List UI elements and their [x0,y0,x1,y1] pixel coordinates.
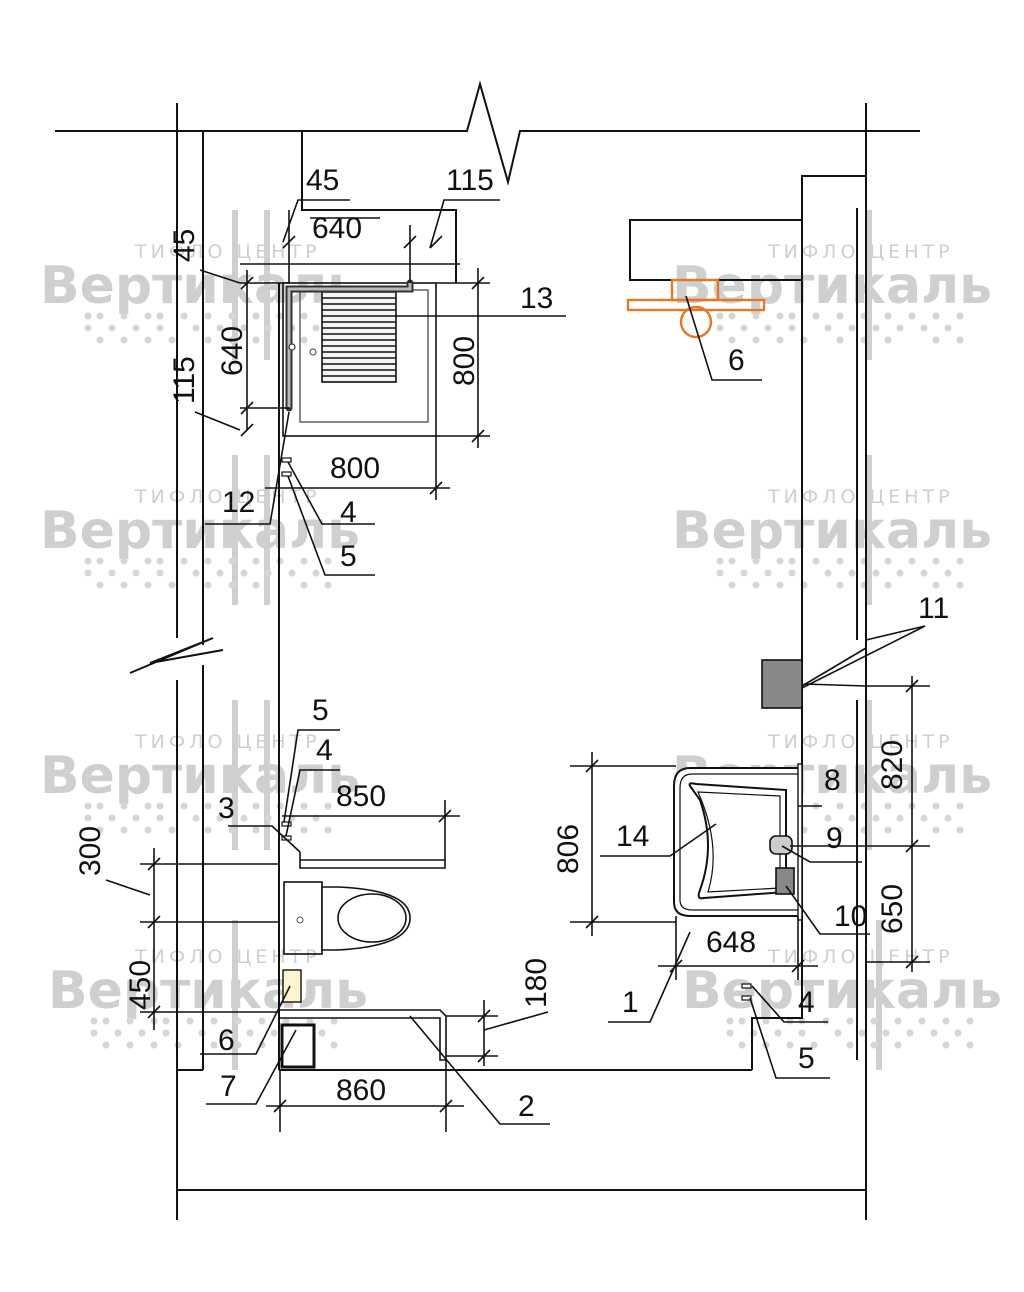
callout-5-mid: 5 [312,694,329,727]
dimension-lines [105,199,930,1132]
watermark-small-text: ТИФЛО ЦЕНТР [767,486,954,508]
callout-11: 11 [918,592,949,625]
watermark-small-text: ТИФЛО ЦЕНТР [134,241,321,263]
dim-650: 650 [876,884,909,934]
watermark-small-text: ТИФЛО ЦЕНТР [767,241,954,263]
dim-640-top: 640 [312,212,362,245]
dim-300: 300 [74,826,107,876]
callout-3: 3 [218,792,235,825]
callout-6-top: 6 [728,344,745,377]
watermark-brand-text: Вертикаль [682,961,1002,1021]
callout-10: 10 [834,900,867,933]
watermark-top-right: ТИФЛО ЦЕНТР Вертикаль [672,210,992,360]
dim-115-left: 115 [168,356,201,404]
dim-180: 180 [520,958,553,1008]
dim-45-top: 45 [306,164,339,197]
callout-labels: 13 6 12 4 5 11 5 4 3 8 14 9 10 6 7 1 2 4… [218,282,949,1123]
watermark-bottom-left: ТИФЛО ЦЕНТР Вертикаль [48,920,368,1070]
dim-860: 860 [336,1074,386,1107]
callout-9: 9 [826,822,843,855]
orange-hook [626,278,766,339]
watermark-brand-text: Вертикаль [672,256,992,316]
dim-640-left: 640 [216,326,249,376]
dimension-labels: 45 115 640 45 640 115 800 800 850 300 45… [74,164,909,1107]
sink [673,763,803,921]
watermark-braille-dots [84,312,974,1049]
callout-4-right: 4 [798,986,815,1019]
watermark-bottom-right: ТИФЛО ЦЕНТР Вертикаль [682,920,1002,1070]
watermark-small-text: ТИФЛО ЦЕНТР [134,946,321,968]
watermark-mid-right: ТИФЛО ЦЕНТР Вертикаль [672,455,992,605]
watermark-brand-text: Вертикаль [40,746,360,806]
callout-1: 1 [622,986,639,1019]
callout-4-mid: 4 [316,734,333,767]
watermark-lower-left: ТИФЛО ЦЕНТР Вертикаль [40,700,360,850]
shower-grate [321,291,397,383]
callout-5-top: 5 [340,540,357,573]
callout-6-bottom: 6 [218,1024,235,1057]
callout-8: 8 [824,764,841,797]
dim-806: 806 [552,824,585,874]
watermark-brand-text: Вертикаль [672,501,992,561]
callout-12: 12 [222,486,255,519]
walls [55,80,920,1220]
watermark-small-text: ТИФЛО ЦЕНТР [134,486,321,508]
dim-450: 450 [124,960,157,1010]
callout-14: 14 [616,820,649,853]
callout-13: 13 [520,282,553,315]
watermark-brand-text: Вертикаль [40,501,360,561]
hand-dryer-box [761,659,803,709]
dim-800-bottom: 800 [330,452,380,485]
dim-115-top: 115 [446,164,494,197]
callout-2: 2 [518,1090,535,1123]
callout-5-right: 5 [798,1042,815,1075]
dim-850: 850 [336,780,386,813]
dim-45-left: 45 [168,229,201,262]
dim-800-right: 800 [448,336,481,386]
watermark-small-text: ТИФЛО ЦЕНТР [767,731,954,753]
watermark-small-text: ТИФЛО ЦЕНТР [134,731,321,753]
dim-820: 820 [876,740,909,790]
watermark-mid-left: ТИФЛО ЦЕНТР Вертикаль [40,455,360,605]
dim-648: 648 [706,926,756,959]
callout-7: 7 [220,1070,237,1103]
shower-tray [282,279,437,437]
watermark-layer: ТИФЛО ЦЕНТР Вертикаль ТИФЛО ЦЕНТР Вертик… [40,210,1002,1070]
callout-4-top: 4 [340,496,357,529]
